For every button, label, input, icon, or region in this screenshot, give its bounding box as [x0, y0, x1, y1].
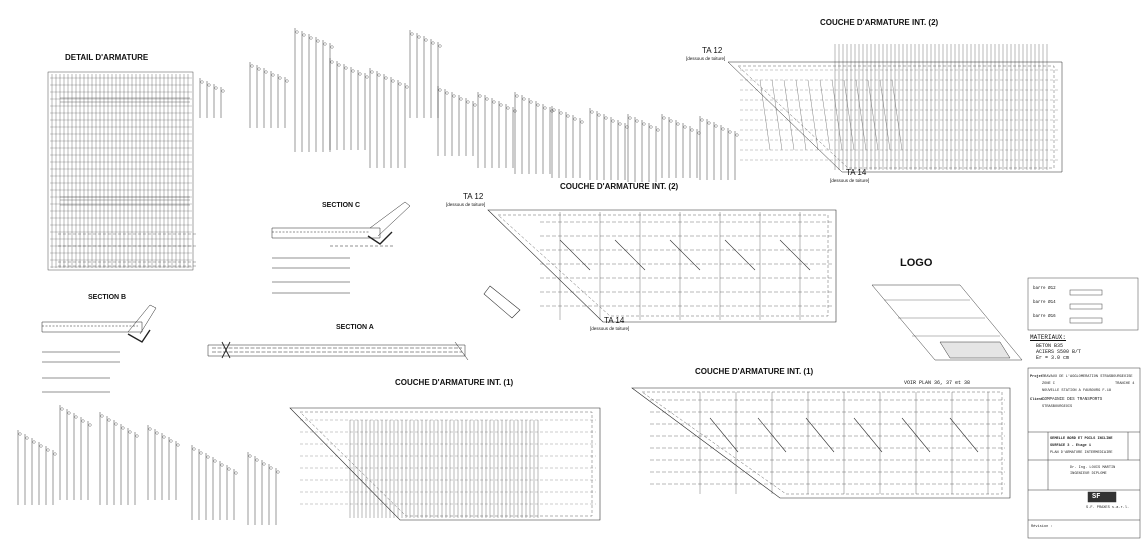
tb-projet-line-2: ZONE C	[1042, 382, 1055, 386]
ta14-top-label: TA 14	[846, 168, 867, 177]
detail-hatch	[58, 97, 196, 267]
ta14-mid-label: TA 14	[604, 316, 625, 325]
title-couche-int1-left: COUCHE D'ARMATURE INT. (1)	[395, 378, 514, 387]
title-couche-int1-right: COUCHE D'ARMATURE INT. (1)	[695, 367, 814, 376]
slab-hatch-int1-left	[300, 419, 596, 518]
tb-firm-name: S.F. PRAXES s.a.r.l.	[1086, 506, 1130, 510]
bar-schedule-bottom	[17, 405, 277, 525]
legend-box	[1027, 277, 1139, 331]
slab-grid-int1-right	[650, 392, 1005, 494]
section-c-drawing	[271, 201, 411, 294]
materials-line-1: BETON B35	[1036, 343, 1064, 349]
title-couche-int2-top: COUCHE D'ARMATURE INT. (2)	[820, 18, 939, 27]
slab-plan-int1-left	[289, 407, 601, 521]
ta12-mid-sublabel: [dessous de toiture]	[446, 202, 486, 207]
title-section-b: SECTION B	[88, 294, 127, 301]
tb-tranche: TRANCHE 4	[1115, 382, 1135, 386]
title-section-c: SECTION C	[322, 202, 361, 209]
ta14-mid-sublabel: [dessous de toiture]	[590, 326, 630, 331]
tb-client-line-1: COMPAGNIE DES TRANSPORTS	[1042, 398, 1103, 402]
tb-projet-line-3: NOUVELLE STATION A FAUBOURG F-18	[1042, 389, 1112, 393]
legend-row-12: barre Ø12	[1033, 287, 1056, 291]
ta12-mid-label: TA 12	[463, 192, 484, 201]
slab-plan-int1-right	[631, 387, 1011, 499]
legend-row-16: barre Ø16	[1033, 315, 1056, 319]
title-detail-armature: DETAIL D'ARMATURE	[65, 53, 149, 62]
ta14-top-sublabel: [dessous de toiture]	[830, 178, 870, 183]
bar-schedule-top	[199, 28, 736, 182]
materials-line-3: Er = 3.0 cm	[1036, 355, 1070, 361]
tb-object-line-3: PLAN D'ARMATURE INTERMEDIAIRE	[1050, 451, 1113, 455]
materials-line-2: ACIERS S500 B/T	[1036, 349, 1082, 355]
reference-note: VOIR PLAN 36, 37 et 38	[904, 380, 971, 386]
section-b-drawing	[41, 304, 157, 393]
logo-key-diagram	[871, 284, 1023, 361]
slab-hatch-int2-top	[740, 44, 1058, 170]
tb-object-line-1: SEMELLE BORD ET POILS INCLINE	[1050, 437, 1113, 441]
tb-engineer-line-1: Dr. Ing. LOUIS MARTIN	[1070, 466, 1116, 470]
tb-client-label: Client:	[1030, 398, 1046, 402]
title-block-frame	[1027, 367, 1141, 539]
bar-schedule-markers	[18, 30, 739, 475]
tb-revision-label: Révision :	[1031, 525, 1053, 529]
title-logo: LOGO	[900, 257, 933, 269]
tb-client-line-2: STRASBOURGEOIS	[1042, 405, 1073, 409]
title-section-a: SECTION A	[336, 324, 374, 331]
materials-heading: MATERIAUX:	[1030, 334, 1067, 341]
ta12-top-label: TA 12	[702, 46, 723, 55]
tb-engineer-line-2: INGENIEUR DIPLOME	[1070, 472, 1107, 476]
detail-armature-grid	[47, 71, 194, 271]
slab-plan-int2-mid	[483, 209, 837, 323]
tb-firm-logo: SF	[1092, 493, 1101, 501]
tb-projet-line-1: TRAVAUX DE L'AGGLOMERATION STRASBOURGEOI…	[1042, 375, 1133, 379]
legend-row-14: barre Ø14	[1033, 301, 1056, 305]
slab-grid-int2-mid	[540, 212, 834, 320]
ta12-top-sublabel: [dessous de toiture]	[686, 56, 726, 61]
section-a-drawing	[207, 341, 469, 361]
title-couche-int2-mid: COUCHE D'ARMATURE INT. (2)	[560, 182, 679, 191]
tb-projet-label: Projet:	[1030, 375, 1046, 379]
tb-object-line-2: SURFACE 3 - Etage 1	[1050, 444, 1091, 448]
detail-armature-bars	[50, 74, 192, 268]
